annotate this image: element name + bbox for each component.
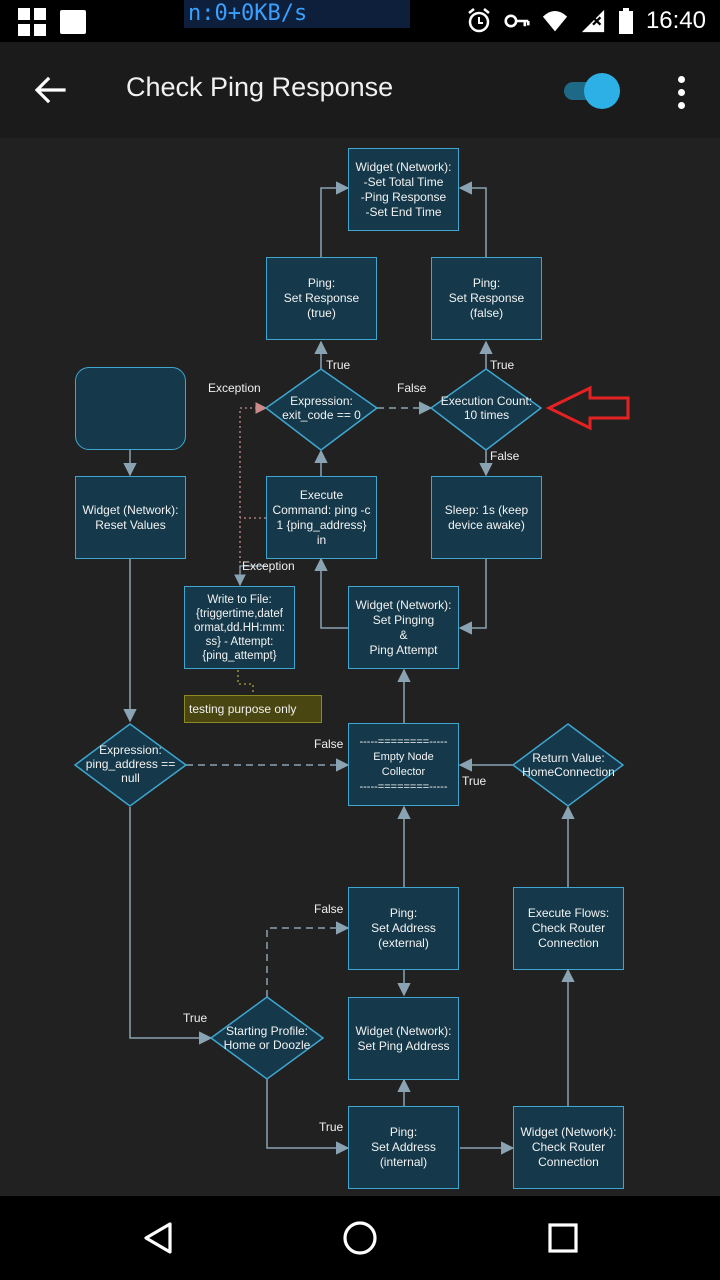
edge-label-false: False (314, 902, 344, 916)
node-empty-collector[interactable]: -----========----- Empty Node Collector … (348, 723, 459, 806)
diamond-return-value (511, 723, 625, 807)
edge-label-exception: Exception (208, 381, 261, 395)
clock: 16:40 (645, 7, 706, 34)
node-start[interactable] (75, 367, 186, 450)
toggle-thumb (584, 73, 620, 109)
image-notification-icon (60, 10, 86, 34)
label-exec-count[interactable]: Execution Count: 10 times (440, 394, 533, 422)
network-speed: n:0+0KB/s (184, 0, 410, 28)
diamond-expr-ping (73, 723, 188, 807)
node-ping-false[interactable]: Ping: Set Response (false) (431, 257, 542, 340)
node-ping-internal[interactable]: Ping: Set Address (internal) (348, 1106, 459, 1189)
diamond-expr-exit (264, 368, 379, 451)
label-starting-profile[interactable]: Starting Profile: Home or Doozle (223, 1024, 311, 1052)
edge-label-true: True (319, 1120, 344, 1134)
apps-grid-icon (18, 8, 46, 36)
vpn-key-icon (504, 14, 530, 28)
diamond-starting-profile (209, 996, 325, 1080)
back-arrow-icon[interactable] (30, 70, 70, 110)
flow-enabled-toggle[interactable] (560, 73, 620, 109)
node-write-file[interactable]: Write to File: {triggertime,datef ormat,… (184, 586, 295, 669)
status-bar: n:0+0KB/s 16:40 (0, 0, 720, 42)
node-sleep[interactable]: Sleep: 1s (keep device awake) (431, 476, 542, 559)
page-title: Check Ping Response (126, 72, 394, 102)
flow-canvas[interactable]: Widget (Network): -Set Total Time -Ping … (0, 138, 720, 1196)
wifi-icon (542, 11, 568, 32)
edge-label-false: False (490, 449, 520, 463)
app-bar: Check Ping Response (0, 42, 720, 138)
label-expr-exit[interactable]: Expression: exit_code == 0 (282, 394, 361, 422)
recents-square-icon[interactable] (541, 1216, 585, 1260)
label-return-value[interactable]: Return Value: HomeConnection (522, 751, 615, 779)
node-widget-top[interactable]: Widget (Network): -Set Total Time -Ping … (348, 148, 459, 231)
no-signal-icon (581, 9, 605, 33)
edge-label-exception: Exception (242, 559, 295, 573)
edge-label-true: True (183, 1011, 208, 1025)
node-reset-values[interactable]: Widget (Network): Reset Values (75, 476, 186, 559)
flow-connections (73, 181, 630, 1155)
home-circle-icon[interactable] (338, 1216, 382, 1260)
alarm-icon (468, 8, 490, 33)
node-execute-command[interactable]: Execute Command: ping -c 1 {ping_address… (266, 476, 377, 559)
note-testing[interactable]: testing purpose only (184, 695, 322, 723)
label-expr-ping[interactable]: Expression: ping_address == null (85, 743, 176, 785)
node-ping-true[interactable]: Ping: Set Response (true) (266, 257, 377, 340)
node-ping-external[interactable]: Ping: Set Address (external) (348, 887, 459, 970)
edge-label-true: True (326, 358, 351, 372)
more-options-icon[interactable] (668, 72, 696, 112)
node-set-pinging[interactable]: Widget (Network): Set Pinging & Ping Att… (348, 586, 459, 669)
diamond-exec-count (429, 368, 543, 451)
battery-icon (618, 8, 633, 34)
node-set-ping-address[interactable]: Widget (Network): Set Ping Address (348, 997, 459, 1080)
node-check-router[interactable]: Widget (Network): Check Router Connectio… (513, 1106, 624, 1189)
edge-label-false: False (314, 737, 344, 751)
navigation-bar (0, 1196, 720, 1280)
edge-label-true: True (490, 358, 515, 372)
edge-label-true: True (462, 774, 487, 788)
red-arrow-annotation (545, 385, 630, 431)
edge-label-false: False (397, 381, 427, 395)
node-execute-flows[interactable]: Execute Flows: Check Router Connection (513, 887, 624, 970)
back-triangle-icon[interactable] (136, 1216, 180, 1260)
